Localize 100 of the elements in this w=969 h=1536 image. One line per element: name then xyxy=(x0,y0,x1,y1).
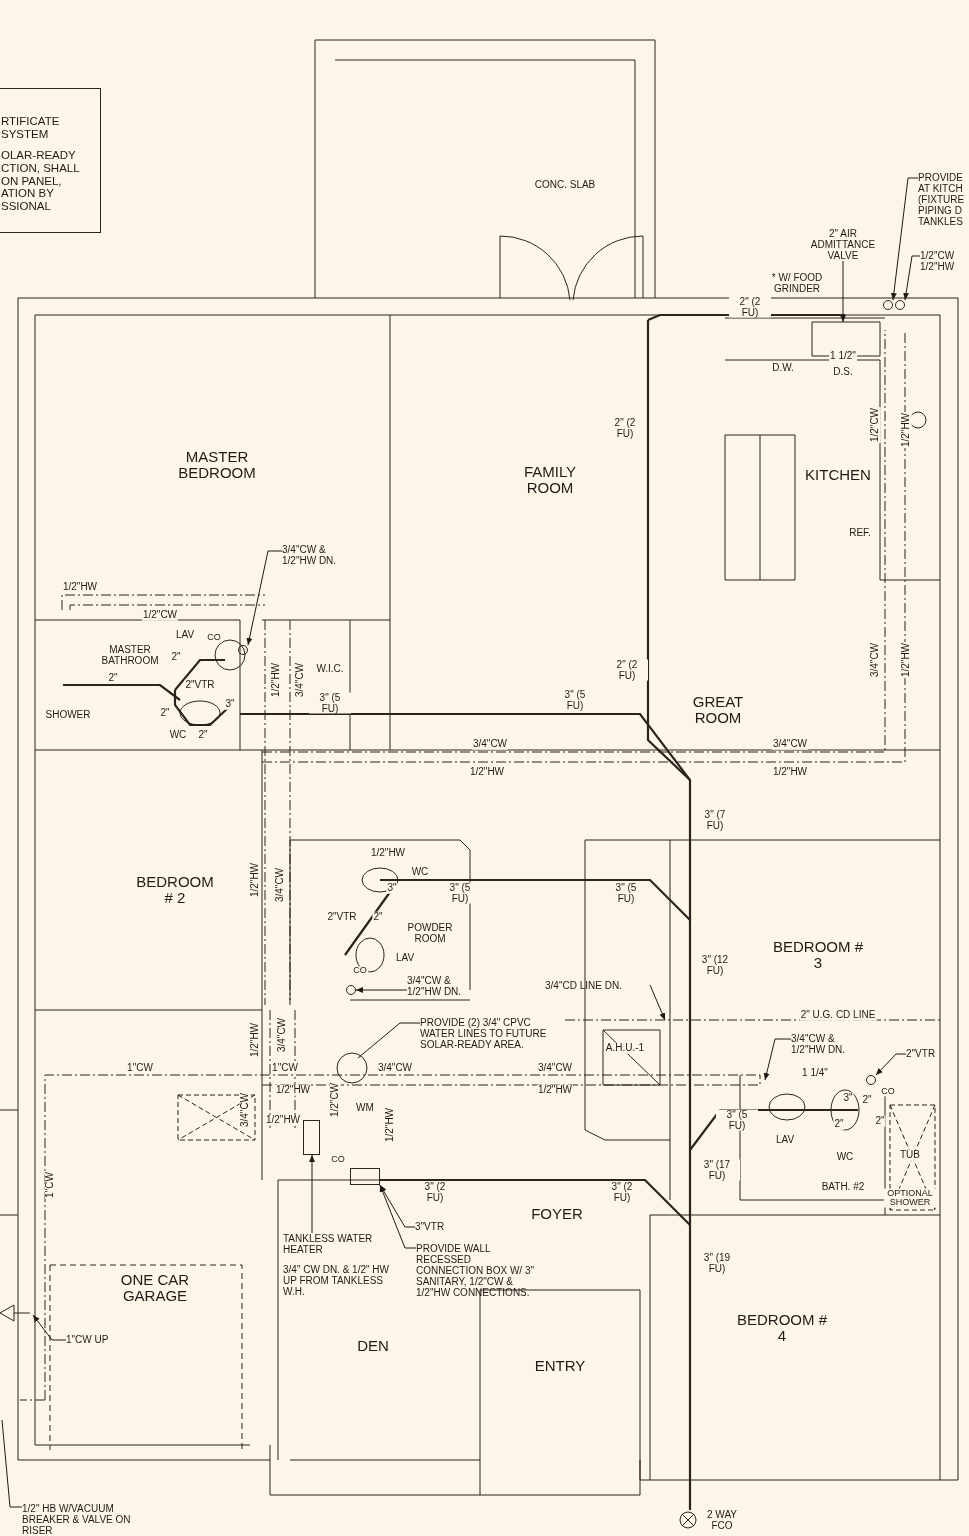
room-label: BATH. #2 xyxy=(820,1181,866,1193)
pipe-size-label: 2" xyxy=(833,1118,845,1130)
fixture-label: SHOWER xyxy=(44,709,92,721)
leader-line xyxy=(840,260,846,323)
fixture-label: WC xyxy=(168,729,188,741)
pipe-size-label: 2"VTR xyxy=(184,679,216,691)
pipe-size-label: 1/2"CW xyxy=(329,1081,341,1119)
note-text: 2"VTR xyxy=(906,1048,946,1059)
pipe-size-label: 3" xyxy=(224,698,236,710)
fixture-label: CO xyxy=(330,1155,346,1165)
pipe-size-label: 2" U.G. CD LINE xyxy=(799,1009,877,1021)
pipe-size-label: 3/4"CW xyxy=(239,1091,251,1129)
pipe-size-label: 3/4"CW xyxy=(274,866,286,904)
room-label: FOYER xyxy=(530,1206,584,1222)
fixture-label: CO xyxy=(352,966,368,976)
pipe-size-label: 3/4"CW xyxy=(294,661,306,699)
fixture-label: LAV xyxy=(394,952,416,964)
pipe-size-label: 2" xyxy=(107,672,119,684)
fixture-label: WC xyxy=(835,1151,855,1163)
pipe-size-label: 1/2"HW xyxy=(369,847,407,859)
pipe-size-label: 1/2"HW xyxy=(264,1114,302,1126)
pipe-size-label: 1"CW xyxy=(271,1062,299,1074)
pipe-size-label: 2" xyxy=(861,1094,873,1106)
pipe-size-label: 1/2"HW xyxy=(249,861,261,899)
pipe-size-label: 2" xyxy=(159,707,171,719)
pipe-size-label: 1/2"HW xyxy=(61,581,99,593)
room-label: BEDROOM # 4 xyxy=(736,1312,828,1344)
fixture-label: D.S. xyxy=(832,366,854,378)
pipe-size-label: 3" (5 FU) xyxy=(716,1109,758,1131)
fixture-label: CO xyxy=(880,1087,896,1097)
note-text: 3/4"CW & 1/2"HW DN. xyxy=(282,544,360,566)
pipe-size-label: 1/2"HW xyxy=(536,1084,574,1096)
pipe-size-label: 1/2"CW xyxy=(141,609,179,621)
pipe-size-label: 2" xyxy=(197,729,209,741)
pipe-size-label: 1/2"HW xyxy=(900,641,912,679)
pipe-size-label: 3/4"CW xyxy=(771,738,809,750)
pipe-size-label: 3/4"CW xyxy=(869,641,881,679)
leader-line xyxy=(32,1314,67,1341)
pipe-size-label: 3/4"CW xyxy=(536,1062,574,1074)
leader-line xyxy=(309,1154,315,1234)
pipe-size-label: 2" xyxy=(874,1115,886,1127)
pipe-size-label: 2" (2 FU) xyxy=(729,296,771,318)
fixture-label: LAV xyxy=(174,629,196,641)
fixture-label: WC xyxy=(410,866,430,878)
pipe-size-label: 3/4"CW xyxy=(376,1062,414,1074)
leader-line xyxy=(875,1053,907,1076)
pipe-size-label: 1/2"HW xyxy=(771,766,809,778)
leader-line xyxy=(379,1184,416,1228)
fixture-label: REF. xyxy=(848,527,872,539)
fixture-label: D.W. xyxy=(771,362,795,374)
leader-line xyxy=(649,984,666,1021)
room-label: ENTRY xyxy=(533,1358,587,1374)
equipment-label: A.H.U.-1 xyxy=(604,1042,646,1054)
pipe-size-label: 3" xyxy=(386,882,398,894)
note-text: 3/4"CW & 1/2"HW DN. xyxy=(791,1033,871,1055)
pipe-size-label: 1/2"HW xyxy=(468,766,506,778)
room-label: BEDROOM # 2 xyxy=(134,874,216,906)
pipe-size-label: 3/4"CW xyxy=(471,738,509,750)
pipe-size-label: 1/2"HW xyxy=(900,411,912,449)
water-heater-box xyxy=(303,1120,320,1155)
note-box: RTIFICATE SYSTEM OLAR-READY CTION, SHALL ON PANEL, ATION BY SSIONAL xyxy=(0,88,101,233)
room-label: BEDROOM # 3 xyxy=(772,939,864,971)
pipe-size-label: 1/2"CW xyxy=(869,406,881,444)
leader-line xyxy=(890,177,919,301)
note-text: 1"CW UP xyxy=(66,1334,116,1345)
note-text: PROVIDE (2) 3/4" CPVC WATER LINES TO FUTURE SOLAR-READY AREA. xyxy=(420,1017,550,1050)
leader-line xyxy=(357,1022,421,1059)
pipe-size-label: 1"CW xyxy=(44,1171,56,1199)
fixture-label: WM xyxy=(355,1102,375,1114)
leader-line xyxy=(903,255,921,301)
pipe-size-label: 1/2"HW xyxy=(274,1084,312,1096)
pipe-size-label: 3" (5 FU) xyxy=(309,692,351,714)
leader-line xyxy=(246,550,283,646)
room-label: KITCHEN xyxy=(804,467,872,483)
note-text: TANKLESS WATER HEATER 3/4" CW DN. & 1/2" HW UP FROM TANKLESS W.H. xyxy=(283,1233,393,1297)
pipe-size-label: 2" xyxy=(372,911,384,923)
pipe-size-label: 1/2"HW xyxy=(270,661,282,699)
connection-box xyxy=(350,1168,380,1185)
leader-line xyxy=(763,1038,792,1081)
room-label: MASTER BATHROOM xyxy=(99,644,161,666)
note-text: 2" AIR ADMITTANCE VALVE xyxy=(808,228,878,261)
pipe-size-label: 1 1/2" xyxy=(829,350,857,362)
fixture-label: TUB xyxy=(899,1149,921,1161)
note-text: PROVIDE WALL RECESSED CONNECTION BOX W/ 3" SANITARY, 1/2"CW & 1/2"HW CONNECTIONS. xyxy=(416,1243,538,1298)
room-label: DEN xyxy=(356,1338,390,1354)
pipe-size-label: 2" xyxy=(170,651,182,663)
note-text: 3/4"CW & 1/2"HW DN. xyxy=(407,975,477,997)
fitting-label: 2 WAY FCO xyxy=(704,1509,740,1531)
pipe-size-label: 3" xyxy=(842,1092,854,1104)
pipe-size-label: 3/4"CW xyxy=(276,1016,288,1054)
fixture-label: LAV xyxy=(774,1134,796,1146)
pipe-size-label: 1/2"HW xyxy=(384,1106,396,1144)
pipe-size-label: 2"VTR xyxy=(326,911,358,923)
fixture-label: OPTIONAL SHOWER xyxy=(884,1188,936,1208)
note-text: 1/2"CW 1/2"HW xyxy=(920,250,968,272)
leader-line xyxy=(1,1419,23,1508)
area-label: CONC. SLAB xyxy=(533,179,597,191)
pipe-size-label: 1/2"HW xyxy=(249,1021,261,1059)
leader-line xyxy=(355,987,408,993)
pipe-size-label: 1"CW xyxy=(126,1062,154,1074)
